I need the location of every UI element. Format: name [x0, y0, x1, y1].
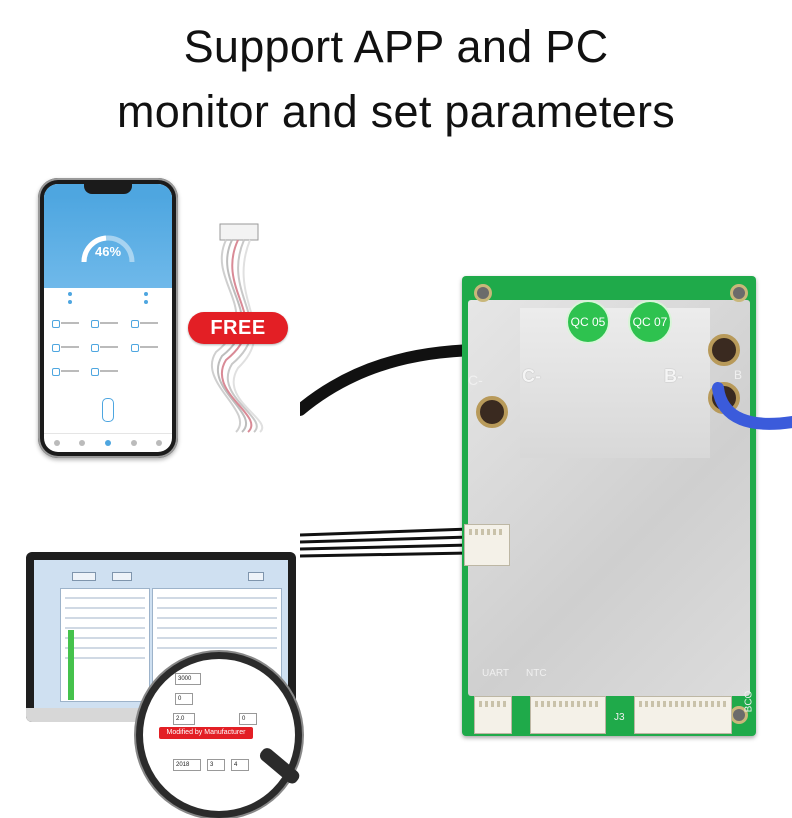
b-minus-cable — [712, 382, 792, 430]
soc-gauge-icon — [81, 235, 135, 263]
magnified-settings: 3000 0 2.0 0 Modified by Manufacturer 20… — [143, 659, 295, 811]
app-tab-bar — [44, 433, 172, 452]
mounting-hole — [474, 284, 492, 302]
thermometer-icon — [102, 398, 114, 422]
b-minus-label: B- — [664, 366, 683, 386]
c-minus-pcb-label: C- — [468, 372, 483, 388]
smartphone: 46% — [38, 178, 178, 458]
c-minus-label: C- — [522, 366, 541, 386]
b-pcb-label: B — [734, 368, 743, 382]
tab-icon[interactable] — [156, 440, 163, 446]
sense-connector — [464, 524, 510, 566]
parameter-tile[interactable] — [89, 366, 126, 380]
balance-connector — [634, 696, 732, 734]
headline-line-1: Support APP and PC — [183, 21, 609, 72]
bms-board: QC 05 QC 07 C- B- C- B UART NTC J3 BCO — [462, 276, 756, 736]
parameter-tile[interactable] — [89, 318, 126, 332]
qc-stamp: QC 05 — [566, 300, 610, 344]
j3-label: J3 — [614, 712, 625, 723]
parameter-grid — [50, 318, 166, 380]
phone-screen: 46% — [44, 184, 172, 452]
setting-field[interactable]: 4 — [231, 759, 249, 771]
software-button[interactable] — [248, 572, 264, 581]
free-badge: FREE — [188, 312, 288, 344]
temperature-section — [50, 396, 166, 422]
uart-label: UART — [482, 668, 510, 679]
cell-voltage-panel — [60, 588, 150, 702]
cable-coil-image — [210, 223, 264, 433]
parameter-tile[interactable] — [50, 318, 87, 332]
heatsink-plate — [468, 300, 750, 696]
magnifier-glass: 3000 0 2.0 0 Modified by Manufacturer 20… — [136, 652, 302, 818]
headline-line-2: monitor and set parameters — [116, 86, 676, 137]
status-bar-indicator — [68, 630, 74, 700]
mounting-hole — [730, 284, 748, 302]
tab-icon[interactable] — [130, 440, 137, 446]
ntc-label: NTC — [526, 668, 547, 679]
phone-notch — [84, 184, 132, 194]
soc-value: 46% — [94, 244, 122, 259]
qc-stamp: QC 07 — [628, 300, 672, 344]
tab-icon[interactable] — [53, 440, 60, 446]
setting-field[interactable]: 2.0 — [173, 713, 195, 725]
parameter-tile[interactable] — [89, 342, 126, 356]
parameter-tile[interactable] — [129, 342, 166, 356]
c-minus-terminal — [476, 396, 508, 428]
setting-field[interactable]: 0 — [175, 693, 193, 705]
balance-connector — [530, 696, 606, 734]
software-button[interactable] — [112, 572, 132, 581]
heatsink-raised-area — [520, 308, 710, 458]
parameter-tile[interactable] — [129, 318, 166, 332]
bco-label: BCO — [743, 690, 755, 713]
info-row — [50, 290, 166, 298]
setting-field[interactable]: 3 — [207, 759, 225, 771]
b-minus-terminal — [708, 334, 740, 366]
setting-field[interactable]: 0 — [239, 713, 257, 725]
app-header: 46% — [44, 196, 172, 288]
uart-connector — [474, 696, 512, 734]
info-rows — [50, 290, 166, 306]
info-row — [50, 298, 166, 306]
modified-by-manufacturer-label: Modified by Manufacturer — [159, 727, 253, 739]
parameter-tile[interactable] — [50, 342, 87, 356]
setting-field[interactable]: 2018 — [173, 759, 201, 771]
setting-field[interactable]: 3000 — [175, 673, 201, 685]
tab-icon[interactable] — [79, 440, 86, 446]
parameter-tile[interactable] — [50, 366, 87, 380]
software-button[interactable] — [72, 572, 96, 581]
tab-icon-active[interactable] — [104, 440, 111, 446]
sense-wires — [300, 527, 470, 558]
